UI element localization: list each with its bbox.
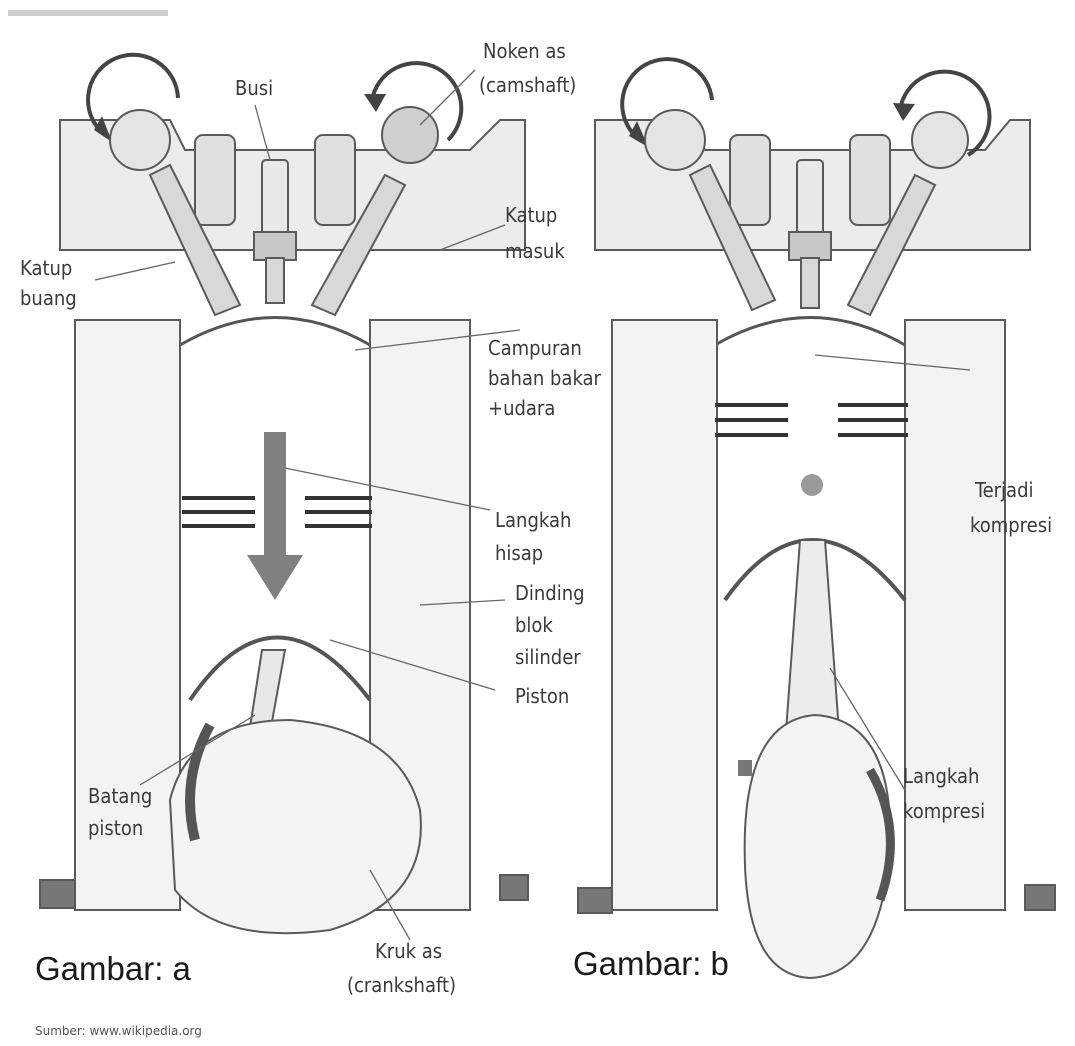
cylinder-block-outer-r-a	[500, 875, 528, 900]
label-batang-2: piston	[88, 816, 143, 840]
label-terjadi-2: kompresi	[970, 513, 1052, 537]
crankshaft-a	[170, 720, 421, 933]
crank-bolt-b	[738, 760, 752, 776]
top-border-fragment	[8, 10, 168, 16]
arrow-head-intake	[364, 94, 386, 112]
spark-plug-tip-a	[266, 258, 284, 303]
label-dinding-1: Dinding	[515, 581, 585, 605]
leader-katup-buang	[95, 262, 175, 280]
label-langkah-hisap-2: hisap	[495, 541, 543, 565]
label-noken-1: Noken as	[483, 39, 566, 63]
label-busi: Busi	[235, 76, 273, 100]
intake-stroke-arrow-shaft	[264, 432, 286, 557]
intake-stroke-arrow-head	[247, 555, 303, 600]
label-katup-masuk-1: Katup	[505, 203, 557, 227]
piston-pin-b	[801, 474, 823, 496]
spark-plug-tip-b	[801, 258, 819, 308]
label-campuran-3: +udara	[488, 396, 555, 420]
source-credit: Sumber: www.wikipedia.org	[35, 1024, 202, 1038]
label-kruk-1: Kruk as	[375, 939, 442, 963]
spark-plug-base-b	[789, 232, 831, 260]
label-katup-buang-2: buang	[20, 286, 77, 310]
caption-b: Gambar: b	[573, 945, 729, 982]
arrow-head-b2	[893, 103, 915, 121]
spark-plug-b	[797, 160, 823, 235]
exhaust-camshaft-b	[645, 110, 705, 170]
combustion-chamber-b	[715, 318, 905, 346]
cylinder-block-outer-b	[578, 888, 612, 913]
label-dinding-2: blok	[515, 613, 553, 637]
intake-valve-spring-a	[315, 135, 355, 225]
label-batang-1: Batang	[88, 784, 152, 808]
label-kruk-2: (crankshaft)	[347, 973, 456, 997]
label-langkah-kompresi-1: Langkah	[903, 764, 979, 788]
cylinder-wall-left-b	[612, 320, 717, 910]
label-dinding-3: silinder	[515, 645, 581, 669]
label-langkah-kompresi-2: kompresi	[903, 799, 985, 823]
combustion-chamber-a	[180, 318, 370, 346]
label-langkah-hisap-1: Langkah	[495, 508, 571, 532]
crankshaft-b	[745, 715, 891, 978]
caption-a: Gambar: a	[35, 950, 192, 987]
cylinder-block-outer-a	[40, 880, 75, 908]
exhaust-valve-spring-a	[195, 135, 235, 225]
exhaust-camshaft-a	[110, 110, 170, 170]
intake-camshaft-b	[912, 112, 968, 168]
cylinder-block-outer-r-b	[1025, 885, 1055, 910]
intake-valve-spring-b	[850, 135, 890, 225]
label-terjadi-1: Terjadi	[974, 478, 1034, 502]
label-piston: Piston	[515, 684, 569, 708]
label-katup-masuk-2: masuk	[505, 239, 565, 263]
exhaust-valve-spring-b	[730, 135, 770, 225]
label-katup-buang-1: Katup	[20, 256, 72, 280]
label-noken-2: (camshaft)	[479, 73, 576, 97]
spark-plug-base-a	[254, 232, 296, 260]
label-campuran-2: bahan bakar	[488, 366, 602, 390]
label-campuran-1: Campuran	[488, 336, 582, 360]
spark-plug-a	[262, 160, 288, 235]
